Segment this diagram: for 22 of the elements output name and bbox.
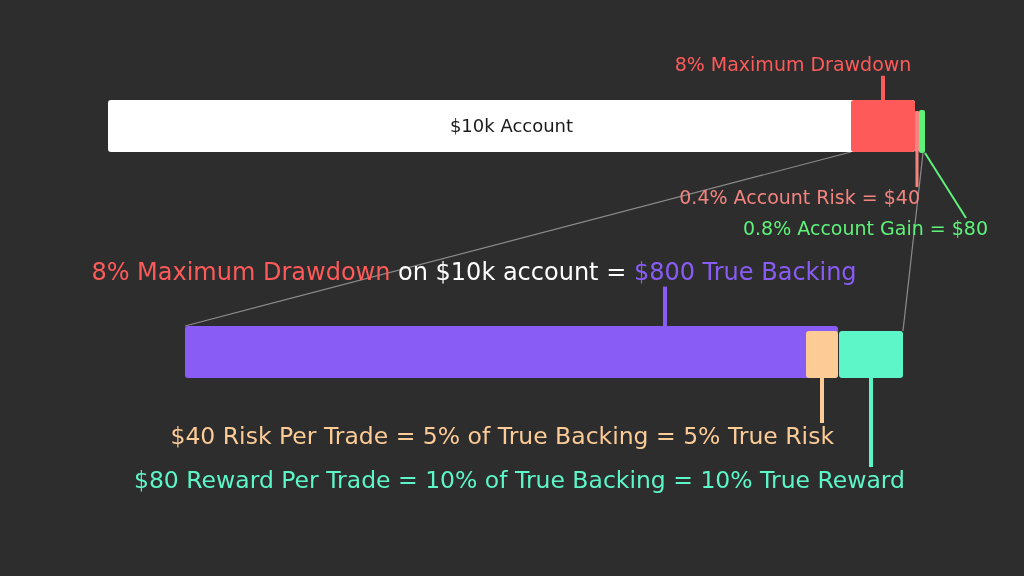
leader-line xyxy=(915,152,919,187)
leader-line xyxy=(820,378,824,423)
risk-segment xyxy=(915,111,919,152)
bar-label: $10k Account xyxy=(449,115,574,137)
leader-line xyxy=(663,286,667,326)
annotation-text: 8% Maximum Drawdown xyxy=(674,54,912,76)
backing-bar xyxy=(185,326,838,378)
reward-segment xyxy=(839,331,903,378)
leader-line xyxy=(881,75,885,100)
account-bar xyxy=(108,100,915,152)
zoom-line xyxy=(184,151,852,327)
headline-text: 8% Maximum Drawdown on $10k account = $800 True Backing xyxy=(91,259,857,287)
annotation-text: 0.8% Account Gain = $80 xyxy=(743,218,988,240)
leader-line xyxy=(924,152,967,219)
zoom-line xyxy=(902,152,924,332)
annotation-text: 0.4% Account Risk = $40 xyxy=(679,187,920,209)
drawdown-segment xyxy=(851,100,915,152)
summary-text: $40 Risk Per Trade = 5% of True Backing = 5% True Risk xyxy=(170,423,834,450)
leader-line xyxy=(869,378,873,467)
summary-text: $80 Reward Per Trade = 10% of True Backing = 10% True Reward xyxy=(133,467,905,494)
risk-segment xyxy=(806,331,838,378)
gain-segment xyxy=(919,110,925,153)
